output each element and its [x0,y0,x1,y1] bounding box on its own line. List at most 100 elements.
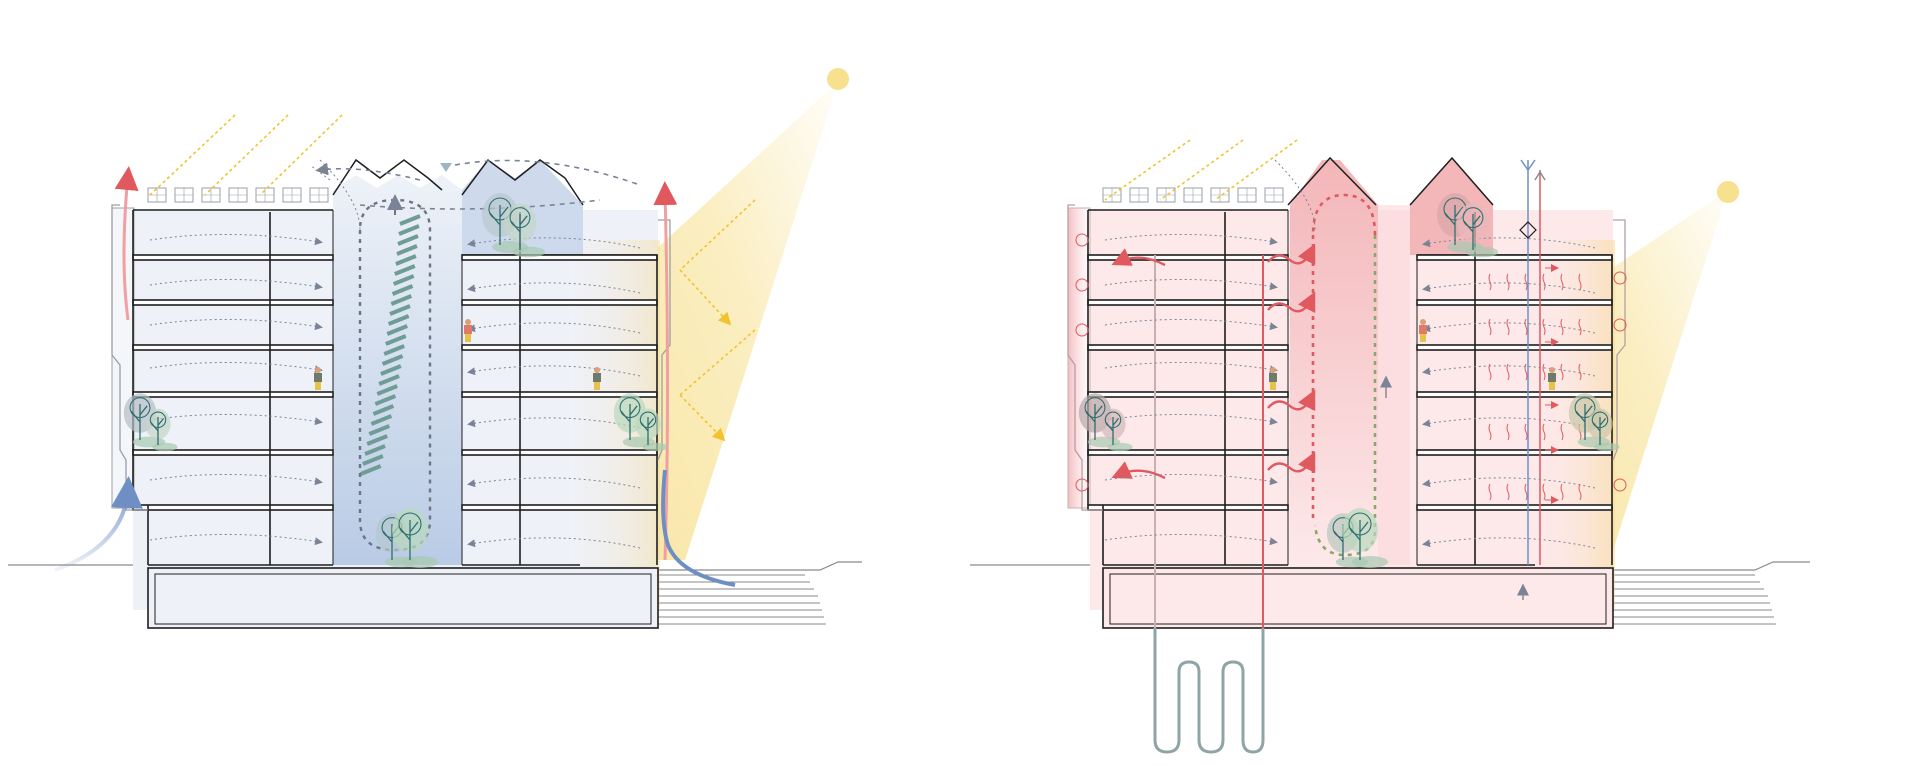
recirculation-circle [1075,323,1089,337]
heat-wave-arrow [1267,451,1316,474]
sun-icon [827,68,849,90]
ladder-rung [391,284,414,296]
radiator-wave [1578,318,1582,336]
stack-ventilation [358,194,432,552]
ladder-rung [398,224,420,236]
atrium-roof [332,158,443,196]
airflow-arrow-icon [1104,159,1596,549]
radiator-wave [1506,483,1510,501]
radiator-wave [1488,318,1492,336]
basement [1102,567,1614,629]
floor-slab [132,504,334,511]
radiator-wave [1524,483,1528,501]
ladder-rung [374,394,397,406]
solar-panel [309,187,329,203]
floor-slabs [132,209,658,566]
ladder-rung [399,214,421,226]
ladder-rung [396,244,418,256]
solar-panel [1183,187,1203,203]
floor-slab [1416,299,1613,306]
tree-icon [145,408,178,452]
solar-panel [1210,187,1230,203]
radiator-wave [1542,273,1546,291]
tree-icon [1568,393,1611,448]
radiator-wave [1488,483,1492,501]
radiator-wave [1524,423,1528,441]
tree-icon [635,408,668,452]
solar-panel [255,187,275,203]
radiator-wave [1506,273,1510,291]
floor-slab [1087,504,1289,511]
radiator-wave [1542,483,1546,501]
radiator-wave [1542,423,1546,441]
ladder-rung [387,314,410,326]
floor-slabs [1087,209,1613,566]
radiator-wave [1506,363,1510,381]
building-outline [1067,204,1103,511]
heat-wave-icon [1111,243,1559,504]
floor-slab [1416,504,1613,511]
radiator-wave [1578,483,1582,501]
floor-slab [461,299,658,306]
heat-wave-arrow [1267,291,1316,314]
person-icon [314,367,322,390]
person-icon [1269,367,1277,390]
floor-slab [132,299,334,306]
solar-panel [282,187,302,203]
exterior-stairs [1612,574,1776,625]
ladder-rung [389,304,411,316]
ladder-rung [378,374,400,386]
recirculation-circle [1075,233,1089,247]
geothermal-loop-icon [1153,628,1265,754]
ladder-rung [376,384,399,396]
ladder-rung [386,324,408,336]
airflow-line [1274,159,1316,231]
radiator-wave [1560,483,1564,501]
ladder-rung [368,424,391,436]
ladder-rung [395,254,417,266]
solar-panel [1129,187,1149,203]
radiator-wave [1506,423,1510,441]
person-icon [593,367,601,390]
ladder-rung [383,344,405,356]
radiator-wave [1560,318,1564,336]
radiator-wave [1560,423,1564,441]
radiator-wave [1560,363,1564,381]
floor-slab [1087,299,1289,306]
solar-panel [201,187,221,203]
atrium-void [333,175,462,565]
floor-slab [461,254,658,261]
tree-icon [1456,203,1499,258]
ladder-rung [397,234,419,246]
radiator-wave [1542,363,1546,381]
person-icon [1548,367,1556,390]
sunlight-cone [655,82,838,560]
radiator-wave [1578,273,1582,291]
summer-cooling-section [8,68,862,629]
person-icon [1419,319,1427,342]
warm-exhaust-arrow [114,166,139,321]
ladder-rung [359,464,382,476]
solar-panel-icon [147,187,329,203]
recirculation-circle [1075,278,1089,292]
solar-panel [1156,187,1176,203]
ladder-rung [385,334,407,346]
ladder-rung [392,274,415,286]
tree-icon [1100,408,1133,452]
solar-panel [1102,187,1122,203]
ladder-rung [372,404,395,416]
basement [147,567,659,629]
sun-rays [149,114,756,442]
floor-slab [1087,254,1289,261]
atrium-void [1290,160,1378,565]
radiator-wave [1542,318,1546,336]
recirculation-circle [1613,318,1627,332]
ladder-rung [390,294,413,306]
radiator-wave [1506,318,1510,336]
ladder-rung [370,414,393,426]
heat-exchanger-icon [1519,221,1537,239]
solar-panel [174,187,194,203]
heat-wave-arrow [1267,243,1316,266]
ground-line [970,561,1810,571]
floor-slab [1416,254,1613,261]
